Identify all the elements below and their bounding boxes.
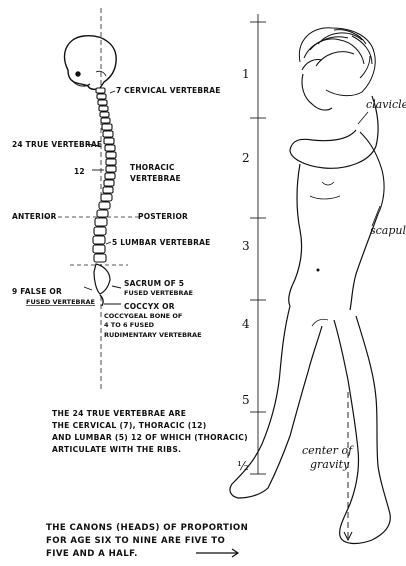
note-line-1: THE 24 TRUE VERTEBRAE ARE bbox=[52, 409, 186, 418]
raised-arm bbox=[290, 96, 378, 168]
coccyx-label-line2: COCCYGEAL BONE OF bbox=[104, 312, 182, 320]
true-vertebrae-label: 24 TRUE VERTEBRAE bbox=[12, 140, 102, 149]
thoracic-label-line1: THORACIC bbox=[130, 163, 175, 172]
scapula-pointer bbox=[372, 206, 380, 226]
thoracic-count-label: 12 bbox=[74, 167, 85, 176]
caption-arrow-icon bbox=[196, 549, 238, 557]
center-of-gravity-label-line1: center of bbox=[302, 444, 354, 457]
coccyx-label-line1: COCCYX OR bbox=[124, 302, 175, 311]
caption-line-2: FOR AGE SIX TO NINE ARE FIVE TO bbox=[46, 536, 225, 546]
cervical-label: 7 CERVICAL VERTEBRAE bbox=[116, 86, 221, 95]
thigh-detail bbox=[312, 319, 328, 326]
hair-icon bbox=[299, 28, 375, 96]
navel bbox=[317, 269, 320, 272]
caption-line-1: THE CANONS (HEADS) OF PROPORTION bbox=[46, 523, 248, 533]
note-line-2: THE CERVICAL (7), THORACIC (12) bbox=[52, 421, 207, 430]
note-line-4: ARTICULATE WITH THE RIBS. bbox=[52, 445, 181, 454]
head-unit-4: 4 bbox=[242, 317, 250, 331]
head-unit-5: 5 bbox=[242, 393, 250, 407]
caption-line-3: FIVE AND A HALF. bbox=[46, 549, 138, 559]
head-unit-3: 3 bbox=[242, 239, 250, 253]
back-leg bbox=[334, 316, 390, 543]
proportion-caption: THE CANONS (HEADS) OF PROPORTION FOR AGE… bbox=[46, 523, 248, 559]
anterior-label: ANTERIOR bbox=[12, 212, 57, 221]
sacrum-label-line1: SACRUM OF 5 bbox=[124, 279, 184, 288]
posterior-label: POSTERIOR bbox=[138, 212, 188, 221]
face-outline bbox=[302, 74, 332, 110]
thoracic-label-line2: VERTEBRAE bbox=[130, 174, 181, 183]
vertebrae-note: THE 24 TRUE VERTEBRAE ARE THE CERVICAL (… bbox=[52, 409, 248, 454]
skull-icon bbox=[65, 36, 117, 90]
chest-detail bbox=[310, 182, 340, 199]
coccyx-label-line3: 4 TO 6 FUSED bbox=[104, 321, 155, 329]
sacrum-label-line2: FUSED VERTEBRAE bbox=[124, 289, 193, 297]
child-figure: 1 2 3 4 5 ½ bbox=[230, 14, 406, 543]
vertebral-column bbox=[93, 88, 116, 306]
shoulder-outline bbox=[360, 132, 384, 214]
scapula-label: scapula bbox=[370, 224, 406, 237]
note-line-3: AND LUMBAR (5) 12 OF WHICH (THORACIC) bbox=[52, 433, 248, 442]
false-vertebrae-label-line2: FUSED VERTEBRAE bbox=[26, 298, 95, 306]
head-unit-1: 1 bbox=[242, 67, 250, 81]
clavicle-pointer bbox=[358, 112, 368, 124]
head-unit-half: ½ bbox=[237, 459, 249, 473]
center-of-gravity-label-line2: gravity bbox=[310, 458, 350, 471]
clavicle-label: clavicle bbox=[366, 98, 406, 111]
spine-drawing: 7 CERVICAL VERTEBRAE 24 TRUE VERTEBRAE 1… bbox=[12, 8, 221, 392]
head-unit-2: 2 bbox=[242, 151, 250, 165]
torso-outline bbox=[289, 164, 302, 306]
lumbar-label: 5 LUMBAR VERTEBRAE bbox=[112, 238, 210, 247]
false-vertebrae-label-line1: 9 FALSE OR bbox=[12, 287, 62, 296]
coccyx-label-line4: RUDIMENTARY VERTEBRAE bbox=[104, 331, 202, 339]
